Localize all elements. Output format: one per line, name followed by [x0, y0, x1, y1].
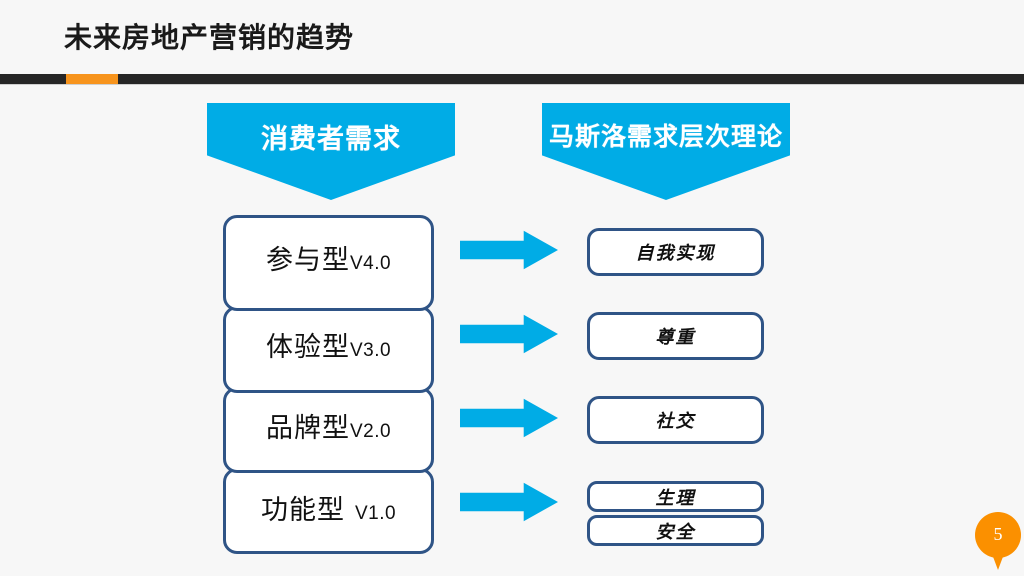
- demand-level-version: V1.0: [354, 502, 397, 524]
- maslow-level-box-self-actualization[interactable]: 自我实现: [587, 228, 764, 276]
- maslow-level-label: 安全: [655, 521, 696, 542]
- demand-level-text: 参与型 V4.0: [266, 238, 391, 277]
- banner-left-label: 消费者需求: [261, 124, 401, 154]
- demand-level-text: 品牌型 V2.0: [266, 406, 391, 445]
- demand-level-box-experience[interactable]: 体验型 V3.0: [223, 306, 434, 393]
- demand-level-name: 品牌型: [265, 412, 350, 443]
- demand-level-name: 参与型: [265, 244, 350, 275]
- demand-level-box-functional[interactable]: 功能型 V1.0: [223, 468, 434, 554]
- right-arrow-icon: [460, 230, 558, 270]
- banner-consumer-demand: 消费者需求: [207, 103, 455, 200]
- maslow-level-box-social[interactable]: 社交: [587, 396, 764, 444]
- demand-level-version: V2.0: [349, 420, 392, 442]
- maslow-level-box-physiological[interactable]: 生理: [587, 481, 764, 512]
- maslow-level-label: 生理: [655, 487, 696, 508]
- header-divider-hairline: [0, 84, 1024, 85]
- demand-level-box-participation[interactable]: 参与型 V4.0: [223, 215, 434, 311]
- maslow-level-box-safety[interactable]: 安全: [587, 515, 764, 546]
- maslow-level-label: 自我实现: [635, 243, 716, 263]
- banner-maslow-theory: 马斯洛需求层次理论: [542, 103, 790, 200]
- demand-level-box-brand[interactable]: 品牌型 V2.0: [223, 387, 434, 473]
- maslow-level-label: 社交: [655, 411, 696, 431]
- banner-right-label: 马斯洛需求层次理论: [548, 123, 783, 151]
- page-number: 5: [993, 523, 1003, 544]
- map-pin-icon: 5: [975, 512, 1021, 572]
- right-arrow-icon: [460, 314, 558, 354]
- header-accent-segment: [66, 74, 118, 84]
- page-title: 未来房地产营销的趋势: [64, 22, 355, 53]
- demand-level-text: 体验型 V3.0: [266, 325, 391, 364]
- header-divider-bar: [0, 74, 1024, 84]
- demand-level-name: 体验型: [265, 332, 350, 362]
- demand-level-name: 功能型: [260, 494, 345, 525]
- demand-level-version: V4.0: [349, 252, 392, 274]
- maslow-level-box-esteem[interactable]: 尊重: [587, 312, 764, 360]
- pin-circle-shape: [975, 512, 1021, 558]
- demand-level-text: 功能型 V1.0: [261, 488, 396, 527]
- maslow-level-label: 尊重: [655, 327, 696, 347]
- right-arrow-icon: [460, 482, 558, 522]
- right-arrow-icon: [460, 398, 558, 438]
- demand-level-version: V3.0: [349, 340, 392, 361]
